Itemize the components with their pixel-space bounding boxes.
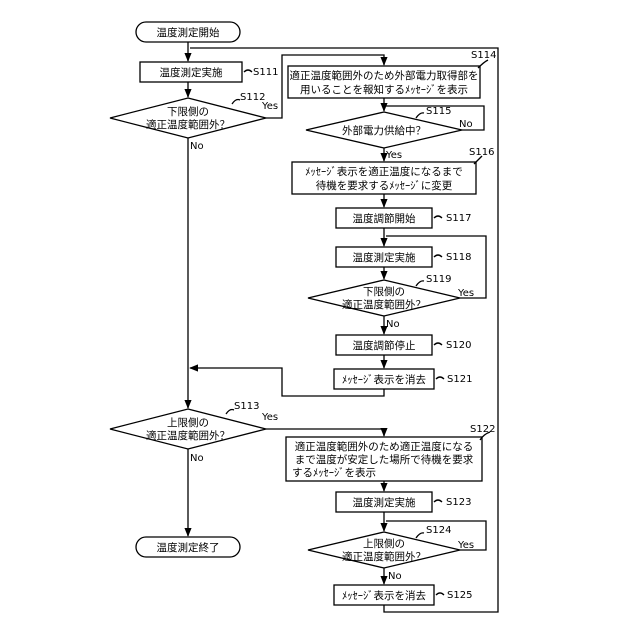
- decision-s113: [110, 409, 266, 449]
- decision-s119-line1: 下限側の: [363, 285, 405, 298]
- step-leader: [434, 255, 442, 257]
- yes-label-s113: Yes: [261, 412, 278, 423]
- start-label: 温度測定開始: [157, 26, 220, 39]
- decision-s115-label: 外部電力供給中？: [342, 124, 426, 137]
- step-leader: [416, 113, 424, 118]
- step-leader: [436, 377, 444, 379]
- step-leader: [416, 533, 424, 538]
- process-s122-line2: まで温度が安定した場所で待機を要求: [295, 453, 474, 466]
- decision-s113-line1: 上限側の: [167, 416, 209, 429]
- step-label-s117: S117: [446, 213, 471, 224]
- step-leader: [232, 100, 240, 105]
- decision-s112: [110, 98, 266, 138]
- step-label-s121: S121: [447, 374, 472, 385]
- no-label-s124: No: [388, 571, 402, 582]
- decision-s113-line2: 適正温度範囲外？: [146, 429, 230, 442]
- end-label: 温度測定終了: [157, 541, 220, 554]
- process-s120-label: 温度調節停止: [353, 339, 416, 352]
- step-label-s113: S113: [234, 401, 259, 412]
- step-label-s125: S125: [447, 590, 472, 601]
- process-s123-label: 温度測定実施: [353, 496, 416, 509]
- process-s118-label: 温度測定実施: [353, 251, 416, 264]
- process-s116-line1: ﾒｯｾｰｼﾞ表示を適正温度になるまで: [305, 165, 463, 178]
- decision-s119-line2: 適正温度範囲外？: [342, 298, 426, 311]
- step-label-s111: S111: [253, 67, 278, 78]
- step-label-s118: S118: [446, 252, 471, 263]
- decision-s112-line1: 下限側の: [167, 105, 209, 118]
- decision-s112-line2: 適正温度範囲外？: [146, 118, 230, 131]
- yes-label-s112: Yes: [261, 101, 278, 112]
- no-label-s119: No: [386, 319, 400, 330]
- step-label-s120: S120: [446, 340, 471, 351]
- yes-label-s115: Yes: [385, 150, 402, 161]
- process-s117-label: 温度調節開始: [353, 212, 416, 225]
- step-leader: [434, 216, 442, 218]
- step-leader: [416, 281, 424, 286]
- step-leader: [434, 500, 442, 502]
- process-s122-line1: 適正温度範囲外のため適正温度になる: [295, 440, 474, 453]
- step-label-s119: S119: [426, 274, 451, 285]
- step-leader: [436, 593, 444, 595]
- step-label-s122: S122: [470, 424, 495, 435]
- step-leader: [226, 410, 234, 415]
- process-s116-line2: 待機を要求するﾒｯｾｰｼﾞに変更: [316, 179, 453, 192]
- step-leader: [478, 60, 488, 68]
- process-s122-line3: するﾒｯｾｰｼﾞを表示: [292, 466, 376, 479]
- step-label-s124: S124: [426, 525, 451, 536]
- process-s111-label: 温度測定実施: [160, 66, 223, 79]
- step-label-s114: S114: [471, 50, 496, 61]
- step-leader: [434, 343, 442, 345]
- process-s114-line1: 適正温度範囲外のため外部電力取得部を: [290, 69, 479, 82]
- step-label-s116: S116: [469, 147, 494, 158]
- step-leader: [244, 70, 252, 72]
- no-label-s112: No: [190, 141, 204, 152]
- decision-s124-line2: 適正温度範囲外？: [342, 550, 426, 563]
- no-label-s115: No: [459, 119, 473, 130]
- step-label-s123: S123: [446, 497, 471, 508]
- step-label-s115: S115: [426, 106, 451, 117]
- process-s125-label: ﾒｯｾｰｼﾞ表示を消去: [342, 589, 426, 602]
- process-s121-label: ﾒｯｾｰｼﾞ表示を消去: [342, 373, 426, 386]
- no-label-s113: No: [190, 453, 204, 464]
- decision-s124-line1: 上限側の: [363, 537, 405, 550]
- process-s114-line2: 用いることを報知するﾒｯｾｰｼﾞを表示: [300, 83, 468, 96]
- connector: [266, 429, 384, 436]
